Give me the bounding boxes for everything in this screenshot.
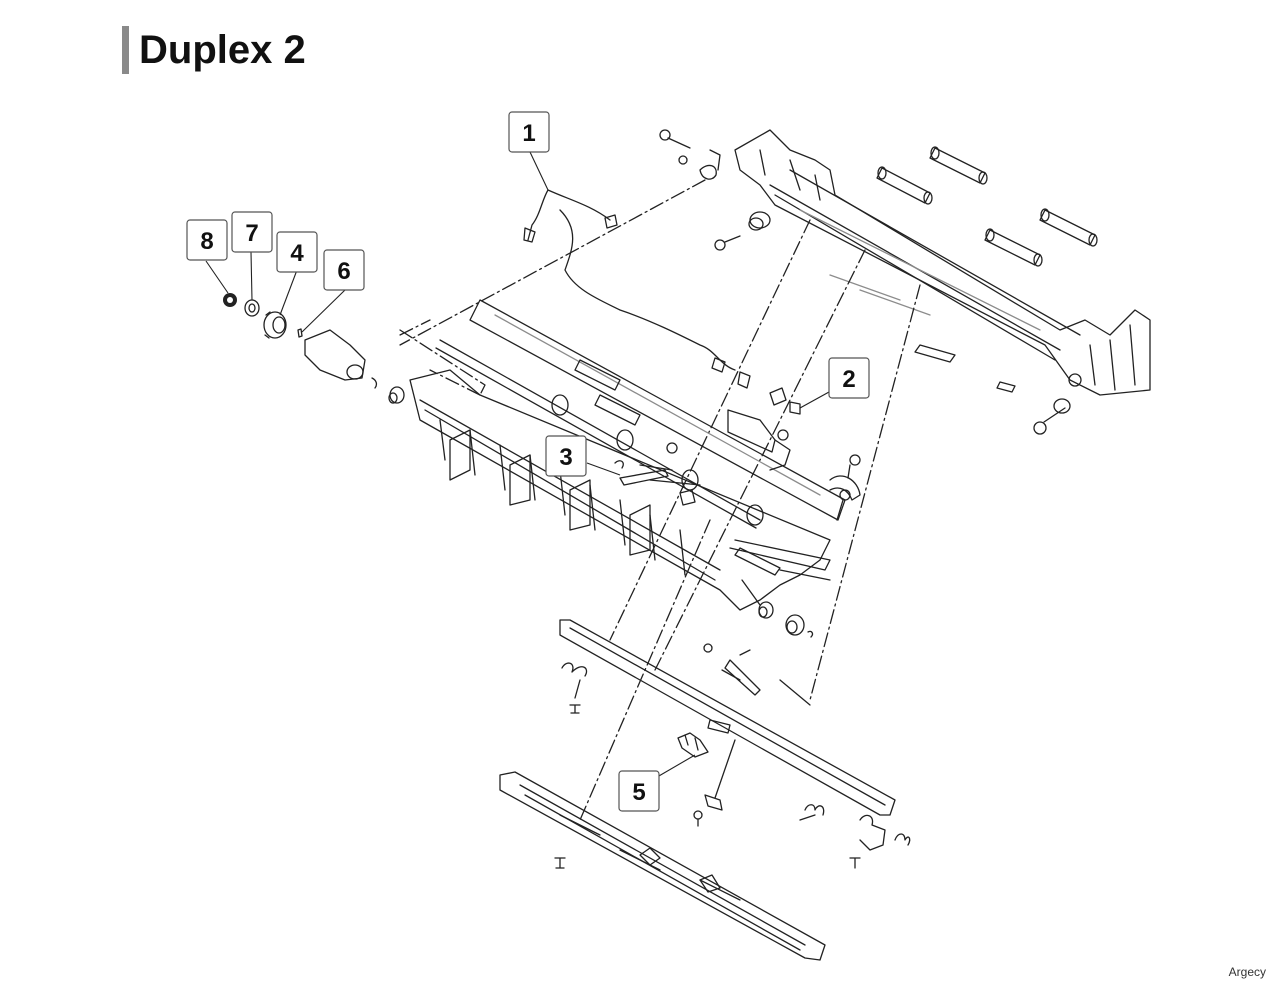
callout-5: 5 — [618, 770, 660, 812]
callout-label: 7 — [245, 220, 258, 247]
springs-screws — [554, 662, 911, 869]
duplex-frame — [409, 299, 846, 611]
upper-hardware — [659, 129, 1071, 435]
upper-rollers — [876, 146, 1098, 267]
footer-brand: Argecy — [1228, 965, 1266, 979]
page-title: Duplex 2 — [139, 28, 306, 72]
page-header: Duplex 2 — [122, 26, 306, 74]
leader-lines — [205, 151, 830, 781]
assembly-lines — [399, 179, 921, 821]
callout-label: 2 — [842, 366, 855, 393]
callout-3: 3 — [545, 435, 587, 477]
callout-label: 3 — [559, 444, 572, 471]
upper-frame — [734, 129, 1151, 396]
callout-label: 8 — [200, 228, 213, 255]
callout-2: 2 — [828, 357, 870, 399]
callout-1: 1 — [508, 111, 550, 153]
callout-label: 4 — [290, 240, 304, 267]
callout-8: 8 — [186, 219, 228, 261]
sensor-parts — [727, 387, 861, 521]
callout-label: 1 — [522, 120, 535, 147]
callout-label: 6 — [337, 258, 350, 285]
actuator-parts — [614, 442, 701, 506]
lower-rollers — [734, 547, 831, 638]
wire-harness — [523, 189, 751, 389]
gear-housing — [304, 329, 405, 404]
gear-parts — [223, 293, 303, 339]
spring-actuator — [703, 643, 811, 706]
title-accent-bar — [122, 26, 129, 74]
callout-7: 7 — [231, 211, 273, 253]
guide-plate — [559, 619, 896, 816]
callout-4: 4 — [276, 231, 318, 273]
sensor-5 — [677, 732, 736, 827]
callout-label: 5 — [632, 779, 645, 806]
lower-cover — [499, 771, 826, 961]
callout-6: 6 — [323, 249, 365, 291]
